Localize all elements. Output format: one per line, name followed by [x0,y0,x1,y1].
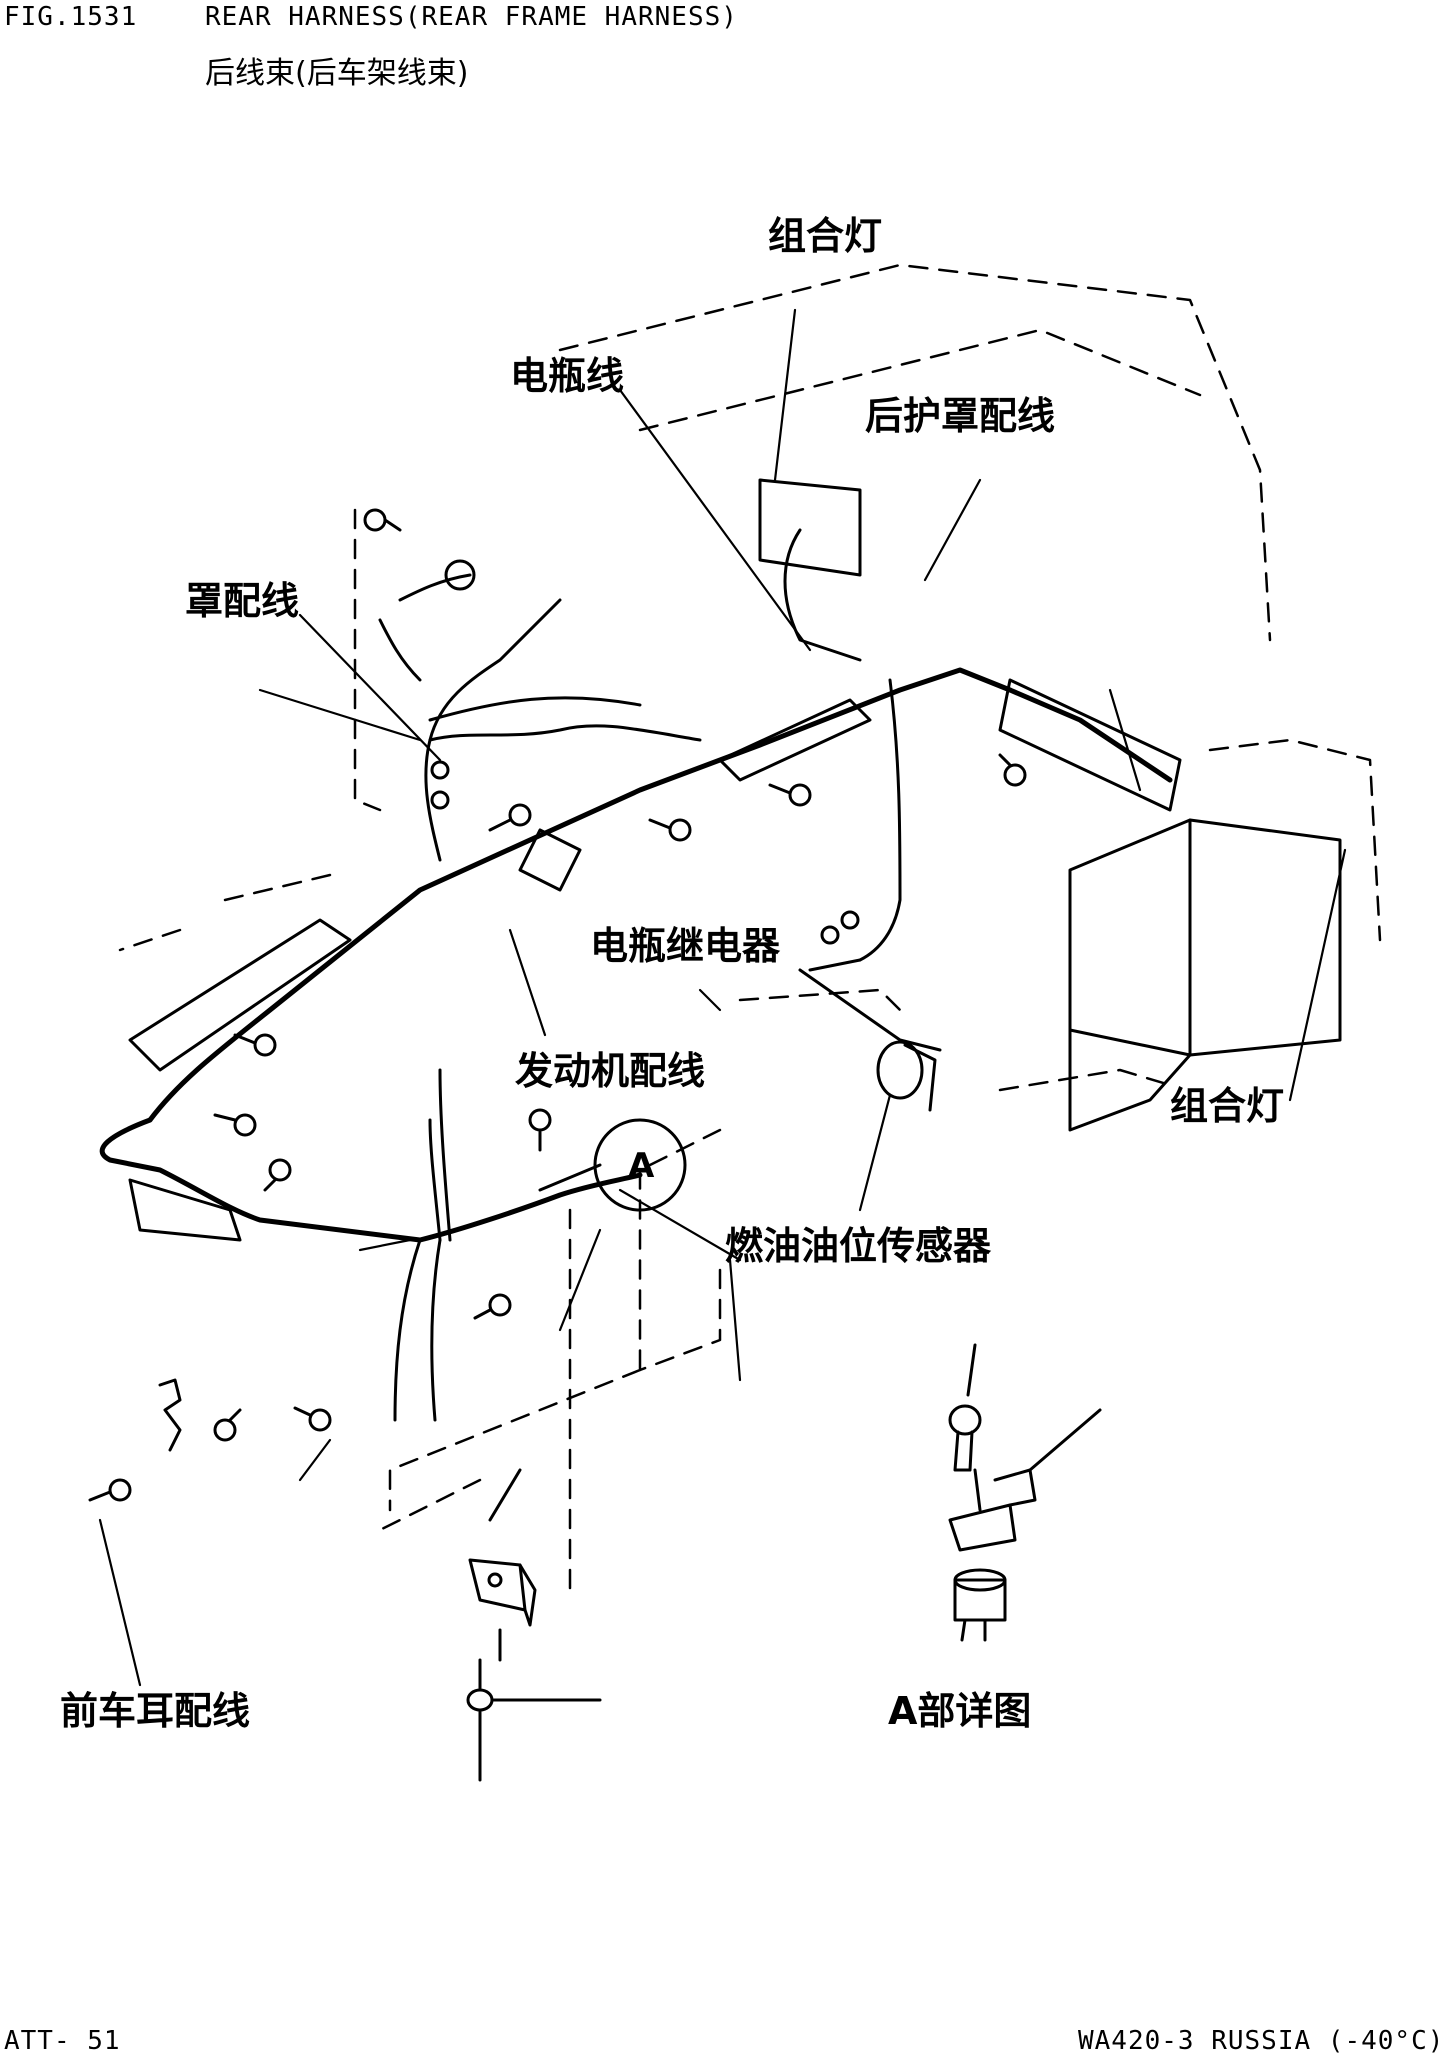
figure-title-english: REAR HARNESS(REAR FRAME HARNESS) [205,2,738,32]
cover-harness [378,559,702,862]
lamp-harness [783,528,942,1052]
bolt-icon [488,803,532,832]
label-combination-lamp-right: 组合灯 [1170,1084,1285,1128]
leader-lines [98,308,1347,1687]
bolt-icon [233,1033,277,1057]
label-fuel-level-sensor: 燃油油位传感器 [725,1224,992,1268]
main-harness [99,667,1173,1422]
bolt-icon [768,783,812,807]
label-battery-relay: 电瓶继电器 [590,924,781,968]
detail-a-parts [948,1343,1102,1642]
label-rear-cover-wiring: 后护罩配线 [865,394,1056,438]
figure-title-chinese: 后线束(后车架线束) [205,56,469,91]
label-callout-a: A [628,1146,655,1186]
harness-covers [128,698,872,1242]
figure-number: FIG.1531 [4,2,138,32]
battery-box [1068,818,1342,1132]
detail-a-callout [538,1118,687,1212]
bolt-icon [648,818,692,842]
label-battery-wire: 电瓶线 [510,354,625,398]
label-engine-wiring: 发动机配线 [515,1049,706,1093]
bolt-icon [473,1293,512,1320]
bolt-icon [263,1158,292,1192]
page-number: ATT- 51 [4,2026,121,2056]
bolt-icon [213,1408,242,1442]
combination-lamp-top [758,478,862,577]
label-detail-a: A部详图 [888,1689,1032,1733]
front-fender-parts [88,1378,182,1502]
bolt-icon [528,1108,552,1152]
model-designation: WA420-3 RUSSIA (-40°C) [1078,2026,1445,2056]
rear-frame-outline [118,263,1382,1602]
lower-bracket [466,1468,602,1782]
label-front-fender-wiring: 前车耳配线 [60,1689,251,1733]
fuel-level-sensor-part [876,1040,937,1112]
bolt-icon [213,1113,257,1137]
bolt-icon [293,1406,332,1432]
label-combination-lamp-top: 组合灯 [768,214,883,258]
bolt-icon [363,508,402,532]
bolt-icon [998,753,1027,787]
label-cover-wiring: 罩配线 [185,579,300,623]
bolts [213,508,1027,1442]
